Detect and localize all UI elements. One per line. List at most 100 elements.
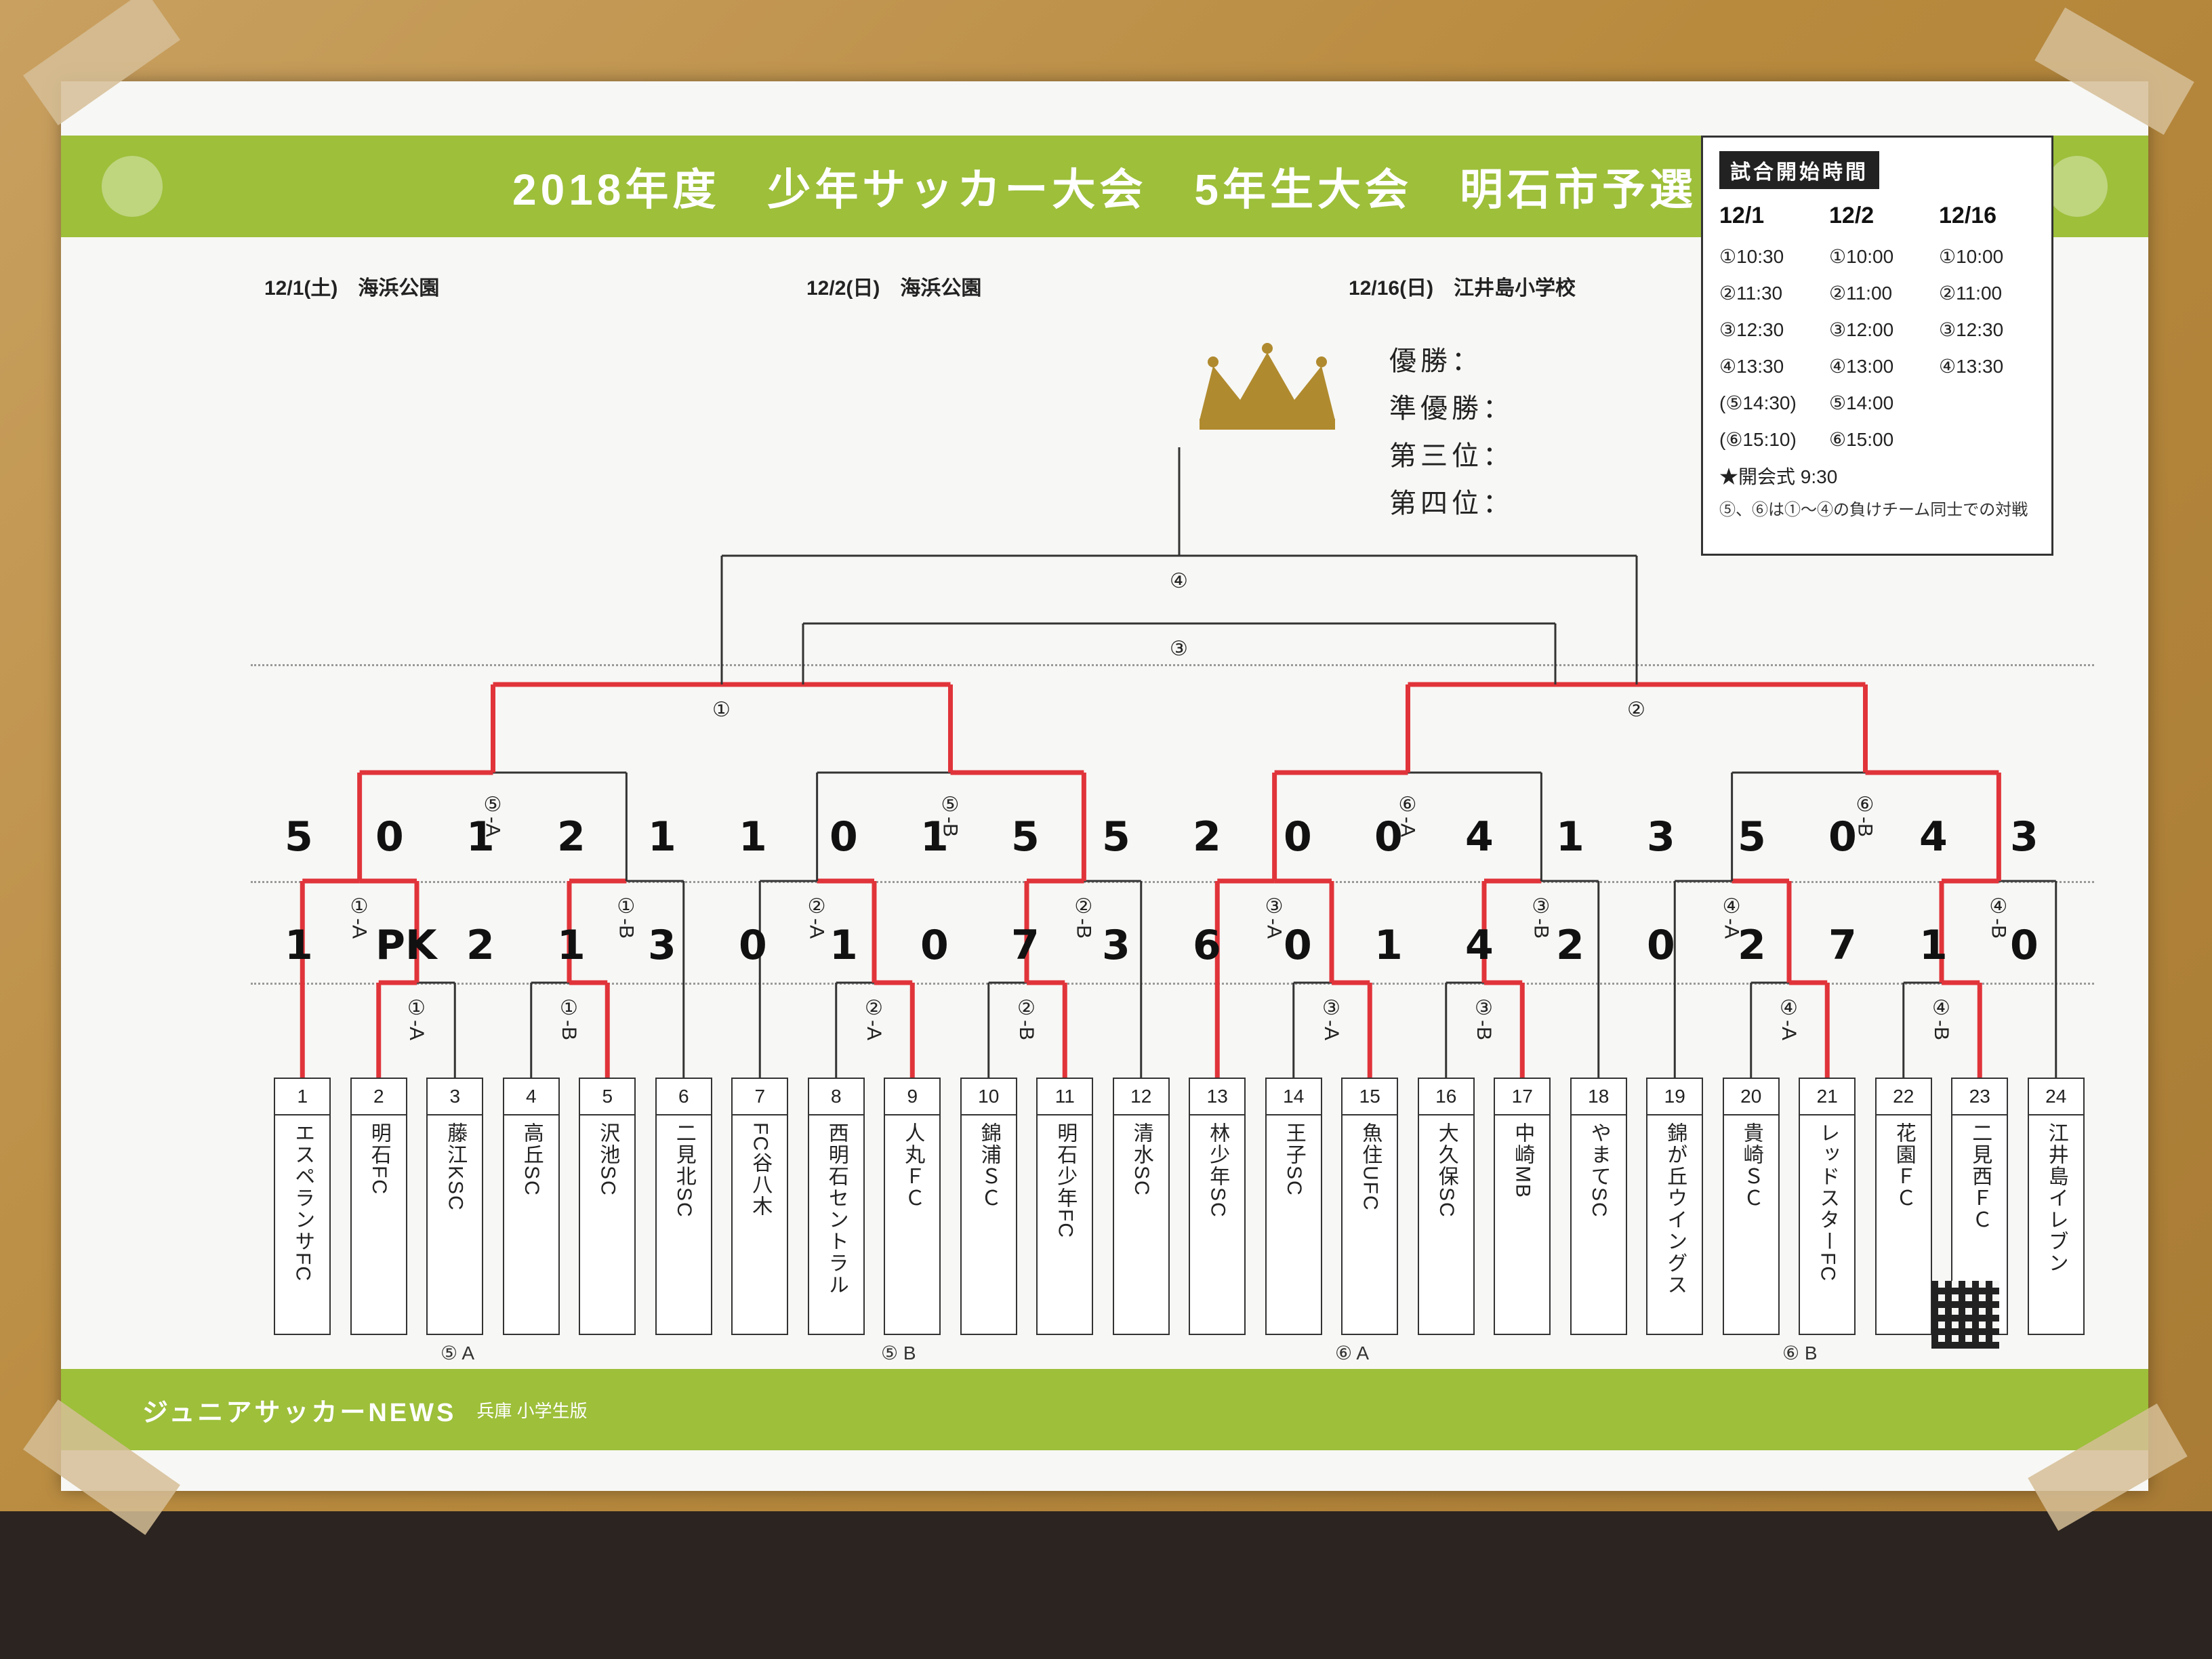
opening-ceremony: ★開会式 9:30 — [1719, 466, 1838, 487]
team-name: 錦浦ＳＣ — [977, 1122, 1000, 1209]
team-name: 明石少年FC — [1054, 1122, 1077, 1239]
team-name: 魚住UFC — [1359, 1122, 1382, 1212]
score: 6 — [1193, 922, 1221, 969]
match-label: ②-B — [1072, 895, 1095, 939]
match-label: ④-A — [1778, 996, 1800, 1040]
match-label: ③-A — [1320, 996, 1343, 1040]
team-number: 2 — [351, 1079, 406, 1115]
team-box: 9 人丸ＦＣ — [884, 1078, 941, 1335]
match-label: ②-B — [1015, 996, 1038, 1040]
score: 3 — [1647, 813, 1675, 861]
group-tag-5a: ⑤ A — [441, 1343, 475, 1364]
schedule-columns: 12/1 ①10:30 ②11:30 ③12:30 ④13:30 (⑤14:30… — [1719, 203, 2035, 458]
score: 3 — [2010, 813, 2039, 861]
team-number: 16 — [1418, 1079, 1473, 1115]
team-number: 15 — [1343, 1079, 1397, 1115]
team-number: 18 — [1571, 1079, 1626, 1115]
score: 2 — [1738, 922, 1766, 969]
schedule-column: 12/2 ①10:00 ②11:00 ③12:00 ④13:00 ⑤14:00 … — [1829, 203, 1894, 450]
score: 3 — [1102, 922, 1130, 969]
floor-background — [0, 1511, 2212, 1659]
score: 3 — [648, 922, 676, 969]
match-label: ①-B — [558, 996, 580, 1040]
team-number: 24 — [2028, 1079, 2083, 1115]
team-name: FC谷八木 — [749, 1122, 772, 1217]
team-name: 清水SC — [1130, 1122, 1153, 1197]
group-tag-6b: ⑥ B — [1782, 1343, 1818, 1364]
schedule-column: 12/16 ①10:00 ②11:00 ③12:30 ④13:30 — [1939, 203, 2004, 377]
score: 4 — [1465, 813, 1494, 861]
day-divider — [251, 983, 2094, 985]
score: 2 — [557, 813, 586, 861]
match-label: ③-A — [1263, 895, 1286, 939]
score: 2 — [1556, 922, 1584, 969]
team-number: 20 — [1723, 1079, 1778, 1115]
team-name: 中崎MB — [1511, 1122, 1534, 1199]
team-number: 13 — [1190, 1079, 1245, 1115]
group-tag-5b: ⑤ B — [881, 1343, 916, 1364]
team-box: 8 西明石セントラル — [807, 1078, 865, 1335]
score: 1 — [739, 813, 767, 861]
team-name: 錦が丘ウイングス — [1664, 1122, 1687, 1296]
team-name: 人丸ＦＣ — [901, 1122, 924, 1209]
schedule-column: 12/1 ①10:30 ②11:30 ③12:30 ④13:30 (⑤14:30… — [1719, 203, 1797, 450]
score: 0 — [1374, 813, 1403, 861]
team-number: 5 — [580, 1079, 635, 1115]
match-label: ③-B — [1473, 996, 1495, 1040]
team-name: 大久保SC — [1435, 1122, 1458, 1218]
team-box: 10 錦浦ＳＣ — [960, 1078, 1017, 1335]
bracket-lines — [300, 447, 2057, 1078]
score: 5 — [1102, 813, 1130, 861]
score: 4 — [1919, 813, 1948, 861]
team-name: 沢池SC — [596, 1122, 619, 1197]
team-box: 5 沢池SC — [579, 1078, 636, 1335]
team-box: 2 明石FC — [350, 1078, 407, 1335]
team-number: 10 — [961, 1079, 1016, 1115]
match-label: ⑤-A — [481, 793, 504, 837]
team-number: 9 — [885, 1079, 940, 1115]
score: 1 — [920, 813, 949, 861]
news-band: ジュニアサッカーNEWS 兵庫 小学生版 — [61, 1369, 2148, 1450]
score: 0 — [2010, 922, 2039, 969]
schedule-note: ⑤、⑥は①～④の負けチーム同士での対戦 — [1719, 501, 2028, 519]
team-number: 3 — [428, 1079, 483, 1115]
news-sub: 兵庫 小学生版 — [476, 1400, 588, 1421]
score: 4 — [1465, 922, 1494, 969]
score: 7 — [1011, 922, 1040, 969]
score: 0 — [1828, 813, 1857, 861]
team-number: 22 — [1876, 1079, 1931, 1115]
runner-up-label: 準優勝： — [1389, 394, 1514, 424]
team-number: 8 — [808, 1079, 863, 1115]
team-name: レッドスターFC — [1816, 1122, 1839, 1282]
champion-label: 優勝： — [1389, 346, 1483, 376]
team-name: 高丘SC — [520, 1122, 543, 1197]
team-name: 王子SC — [1282, 1122, 1305, 1197]
match-label: ⑥-A — [1396, 793, 1419, 837]
match-label: ④-B — [1930, 996, 1952, 1040]
match-label: ② — [1625, 698, 1647, 722]
match-label: ①-A — [348, 895, 371, 939]
team-name: 西明石セントラル — [825, 1122, 848, 1296]
score: 0 — [920, 922, 949, 969]
group-tag-6a: ⑥ A — [1335, 1343, 1370, 1364]
team-name: 明石FC — [367, 1122, 390, 1195]
match-label: ②-A — [805, 895, 828, 939]
score: 1 — [1374, 922, 1403, 969]
news-label: ジュニアサッカーNEWS — [142, 1398, 457, 1427]
score: 1 — [557, 922, 586, 969]
team-name: 林少年SC — [1206, 1122, 1229, 1218]
team-number: 4 — [504, 1079, 558, 1115]
team-name: 二見西ＦＣ — [1969, 1122, 1992, 1231]
team-name: 藤江KSC — [444, 1122, 467, 1212]
